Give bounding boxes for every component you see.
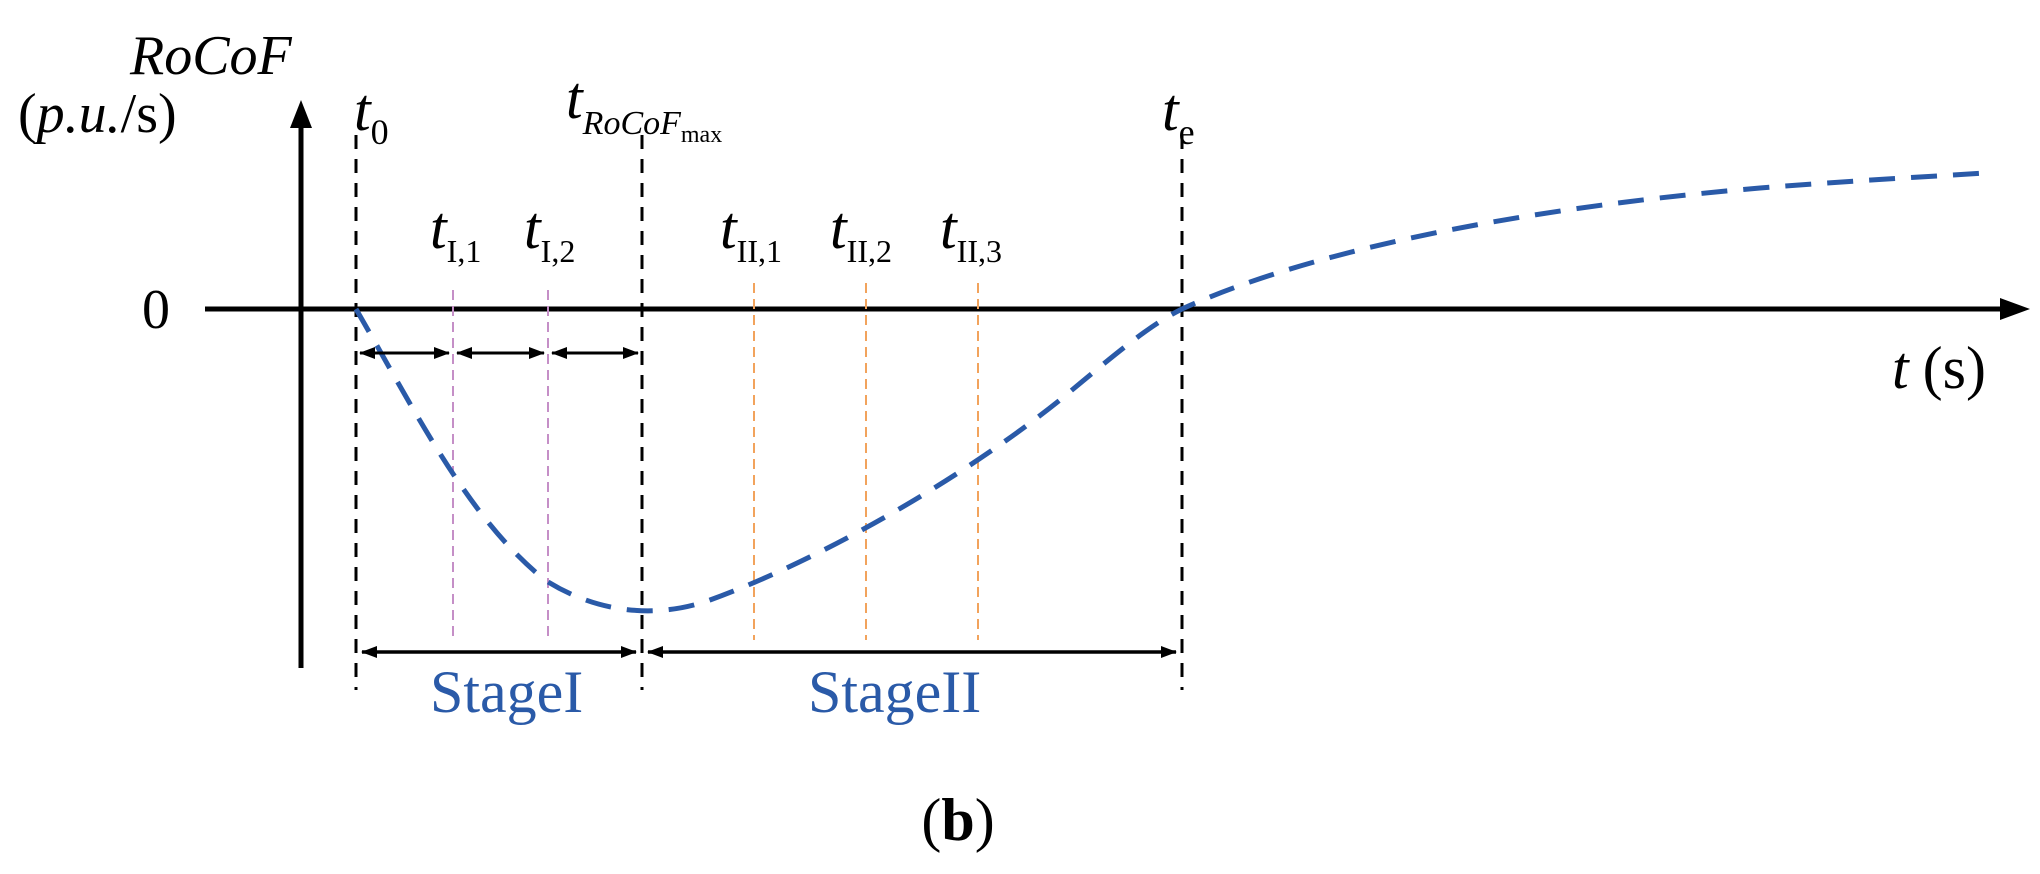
- label-tII2: tII,2: [830, 195, 892, 269]
- label-tII1: tII,1: [720, 195, 782, 269]
- x-axis-label: t(s): [1892, 335, 1986, 401]
- label-tII3: tII,3: [940, 195, 1002, 269]
- zero-label: 0: [142, 279, 170, 341]
- rocof-curve: [353, 170, 1986, 614]
- y-axis-label-unit: (p.u./s): [18, 83, 177, 145]
- label-tmax: tRoCoFmax: [566, 65, 722, 148]
- label-tI2: tI,2: [524, 195, 575, 269]
- y-axis-arrowhead: [290, 100, 312, 128]
- label-te: te: [1162, 77, 1195, 152]
- stage1-label: StageI: [430, 659, 583, 725]
- x-axis-arrowhead: [2000, 298, 2030, 320]
- stage2-label: StageII: [808, 659, 981, 725]
- y-axis-label-name: RoCoF: [129, 25, 293, 87]
- label-tI1: tI,1: [430, 195, 481, 269]
- label-t0: t0: [354, 77, 389, 152]
- panel-label: (b): [921, 787, 994, 853]
